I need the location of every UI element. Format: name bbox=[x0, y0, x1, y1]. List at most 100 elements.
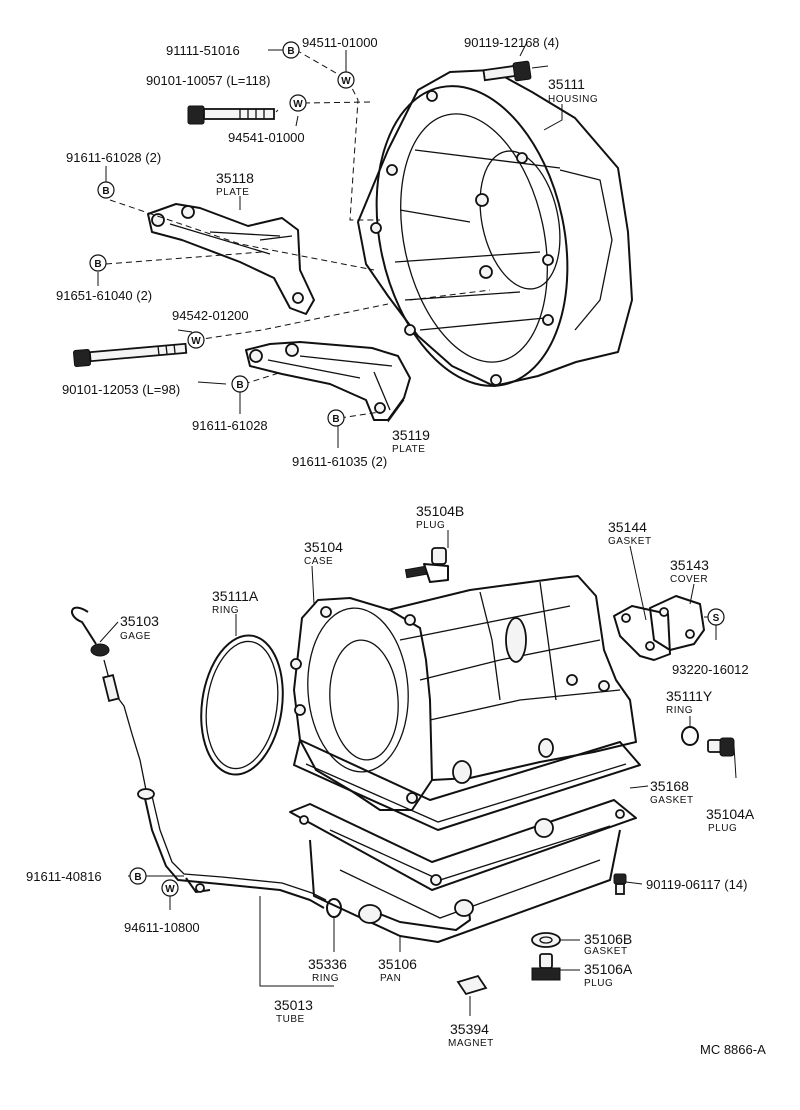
bolt-symbol-91611-61035: B bbox=[327, 409, 345, 427]
washer-symbol-94611-10800: W bbox=[161, 879, 179, 897]
cover-35143-drawing bbox=[649, 595, 705, 651]
svg-text:B: B bbox=[332, 414, 339, 425]
gasket-35106b-drawing bbox=[531, 932, 561, 948]
svg-text:B: B bbox=[134, 872, 141, 883]
svg-text:W: W bbox=[191, 336, 201, 347]
plug-35106a-drawing bbox=[531, 953, 561, 981]
label-35144-name: GASKET bbox=[608, 536, 652, 547]
label-35104-number: 35104 bbox=[304, 539, 343, 555]
label-94542-01200: 94542-01200 bbox=[172, 308, 249, 323]
pan-35106-drawing bbox=[289, 799, 637, 943]
washer-symbol-94511-01000: W bbox=[337, 71, 355, 89]
label-35143-name: COVER bbox=[670, 574, 708, 585]
label-35118-name: PLATE bbox=[216, 187, 249, 198]
svg-text:B: B bbox=[287, 46, 294, 57]
label-35394-name: MAGNET bbox=[448, 1038, 494, 1049]
gasket-35106b-hole bbox=[539, 936, 553, 944]
label-91651-61040: 91651-61040 (2) bbox=[56, 288, 152, 303]
tube-35013-drawing bbox=[137, 788, 327, 909]
label-35144-number: 35144 bbox=[608, 519, 647, 535]
label-35104a-number: 35104A bbox=[706, 806, 755, 822]
label-35106a-number: 35106A bbox=[584, 961, 633, 977]
label-94541-01000: 94541-01000 bbox=[228, 130, 305, 145]
plug-35104a-drawing bbox=[707, 737, 735, 757]
label-90119-12168: 90119-12168 (4) bbox=[464, 35, 559, 50]
bolt-90101-10057-drawing bbox=[187, 105, 275, 125]
bolt-symbol-91111-51016: B bbox=[282, 41, 300, 59]
svg-text:W: W bbox=[165, 884, 175, 895]
label-35103-number: 35103 bbox=[120, 613, 159, 629]
label-35104b-number: 35104B bbox=[416, 503, 464, 519]
label-35106-name: PAN bbox=[380, 973, 401, 984]
washer-symbol-94541-01000: W bbox=[289, 94, 307, 112]
label-90101-10057: 90101-10057 (L=118) bbox=[146, 73, 270, 88]
label-90101-12053: 90101-12053 (L=98) bbox=[62, 382, 180, 397]
bolt-symbol-91611-40816: B bbox=[129, 867, 147, 885]
top-leader-lines bbox=[97, 41, 563, 448]
bottom-leader-lines bbox=[99, 530, 737, 1016]
label-35168-name: GASKET bbox=[650, 795, 694, 806]
screw-symbol-93220-16012: S bbox=[707, 608, 725, 626]
label-35118-number: 35118 bbox=[216, 170, 254, 186]
label-94611-10800: 94611-10800 bbox=[124, 920, 200, 935]
bolt-90119-12168-drawing bbox=[482, 60, 549, 82]
label-35111-name: HOUSING bbox=[548, 94, 598, 105]
ring-35111a-inner bbox=[205, 640, 279, 770]
label-35336-name: RING bbox=[312, 973, 339, 984]
gasket-35168-drawing bbox=[293, 739, 641, 831]
label-35106-number: 35106 bbox=[378, 956, 417, 972]
label-94511-01000: 94511-01000 bbox=[302, 35, 378, 50]
bolt-90119-06117-drawing bbox=[613, 873, 627, 895]
bolt-symbol-91611-61028-2: B bbox=[97, 181, 115, 199]
plug-35104b-drawing bbox=[404, 547, 449, 583]
label-91611-61035: 91611-61035 (2) bbox=[292, 454, 387, 469]
top-assembly-lines bbox=[105, 49, 491, 419]
svg-text:B: B bbox=[94, 259, 101, 270]
housing-35111-drawing bbox=[357, 69, 633, 387]
label-35119-number: 35119 bbox=[392, 427, 430, 443]
magnet-35394-drawing bbox=[456, 974, 488, 996]
diagram-reference-code: MC 8866-A bbox=[700, 1042, 766, 1057]
ring-35111y-drawing bbox=[681, 726, 699, 746]
label-90119-06117: 90119-06117 (14) bbox=[646, 877, 747, 892]
label-35111y-number: 35111Y bbox=[666, 688, 713, 704]
label-35336-number: 35336 bbox=[308, 956, 347, 972]
label-35394-number: 35394 bbox=[450, 1021, 489, 1037]
label-35111a-name: RING bbox=[212, 605, 239, 616]
case-35104-drawing bbox=[290, 575, 637, 811]
label-35106a-name: PLUG bbox=[584, 978, 613, 989]
ring-35111a-drawing bbox=[200, 634, 284, 776]
svg-text:S: S bbox=[713, 613, 720, 624]
label-93220-16012: 93220-16012 bbox=[672, 662, 749, 677]
bolt-symbol-91651-61040: B bbox=[89, 254, 107, 272]
label-35104-name: CASE bbox=[304, 556, 333, 567]
svg-text:B: B bbox=[236, 380, 243, 391]
svg-text:W: W bbox=[341, 76, 351, 87]
label-35119-name: PLATE bbox=[392, 444, 425, 455]
gasket-35168-inner bbox=[305, 763, 627, 823]
label-35013-number: 35013 bbox=[274, 997, 313, 1013]
label-35111a-number: 35111A bbox=[212, 588, 259, 604]
label-35111-number: 35111 bbox=[548, 76, 585, 92]
bolt-90101-12053-drawing bbox=[72, 342, 188, 368]
washer-symbol-94542-01200: W bbox=[187, 331, 205, 349]
svg-text:B: B bbox=[102, 186, 109, 197]
plate-35119-drawing bbox=[245, 341, 411, 421]
ring-35336-drawing bbox=[326, 898, 342, 918]
label-91611-61028: 91611-61028 bbox=[192, 418, 268, 433]
label-35013-name: TUBE bbox=[276, 1014, 305, 1025]
label-91611-40816: 91611-40816 bbox=[26, 869, 102, 884]
gage-35103-drawing bbox=[71, 606, 147, 791]
label-35168-number: 35168 bbox=[650, 778, 689, 794]
label-91611-61028-2: 91611-61028 (2) bbox=[66, 150, 161, 165]
bolt-symbol-91611-61028: B bbox=[231, 375, 249, 393]
label-35106b-name: GASKET bbox=[584, 946, 628, 957]
label-35111y-name: RING bbox=[666, 705, 693, 716]
label-35103-name: GAGE bbox=[120, 631, 151, 642]
gasket-35144-drawing bbox=[613, 605, 671, 661]
label-35104a-name: PLUG bbox=[708, 823, 737, 834]
label-35104b-name: PLUG bbox=[416, 520, 445, 531]
label-35143-number: 35143 bbox=[670, 557, 709, 573]
label-91111-51016: 91111-51016 bbox=[166, 43, 240, 58]
